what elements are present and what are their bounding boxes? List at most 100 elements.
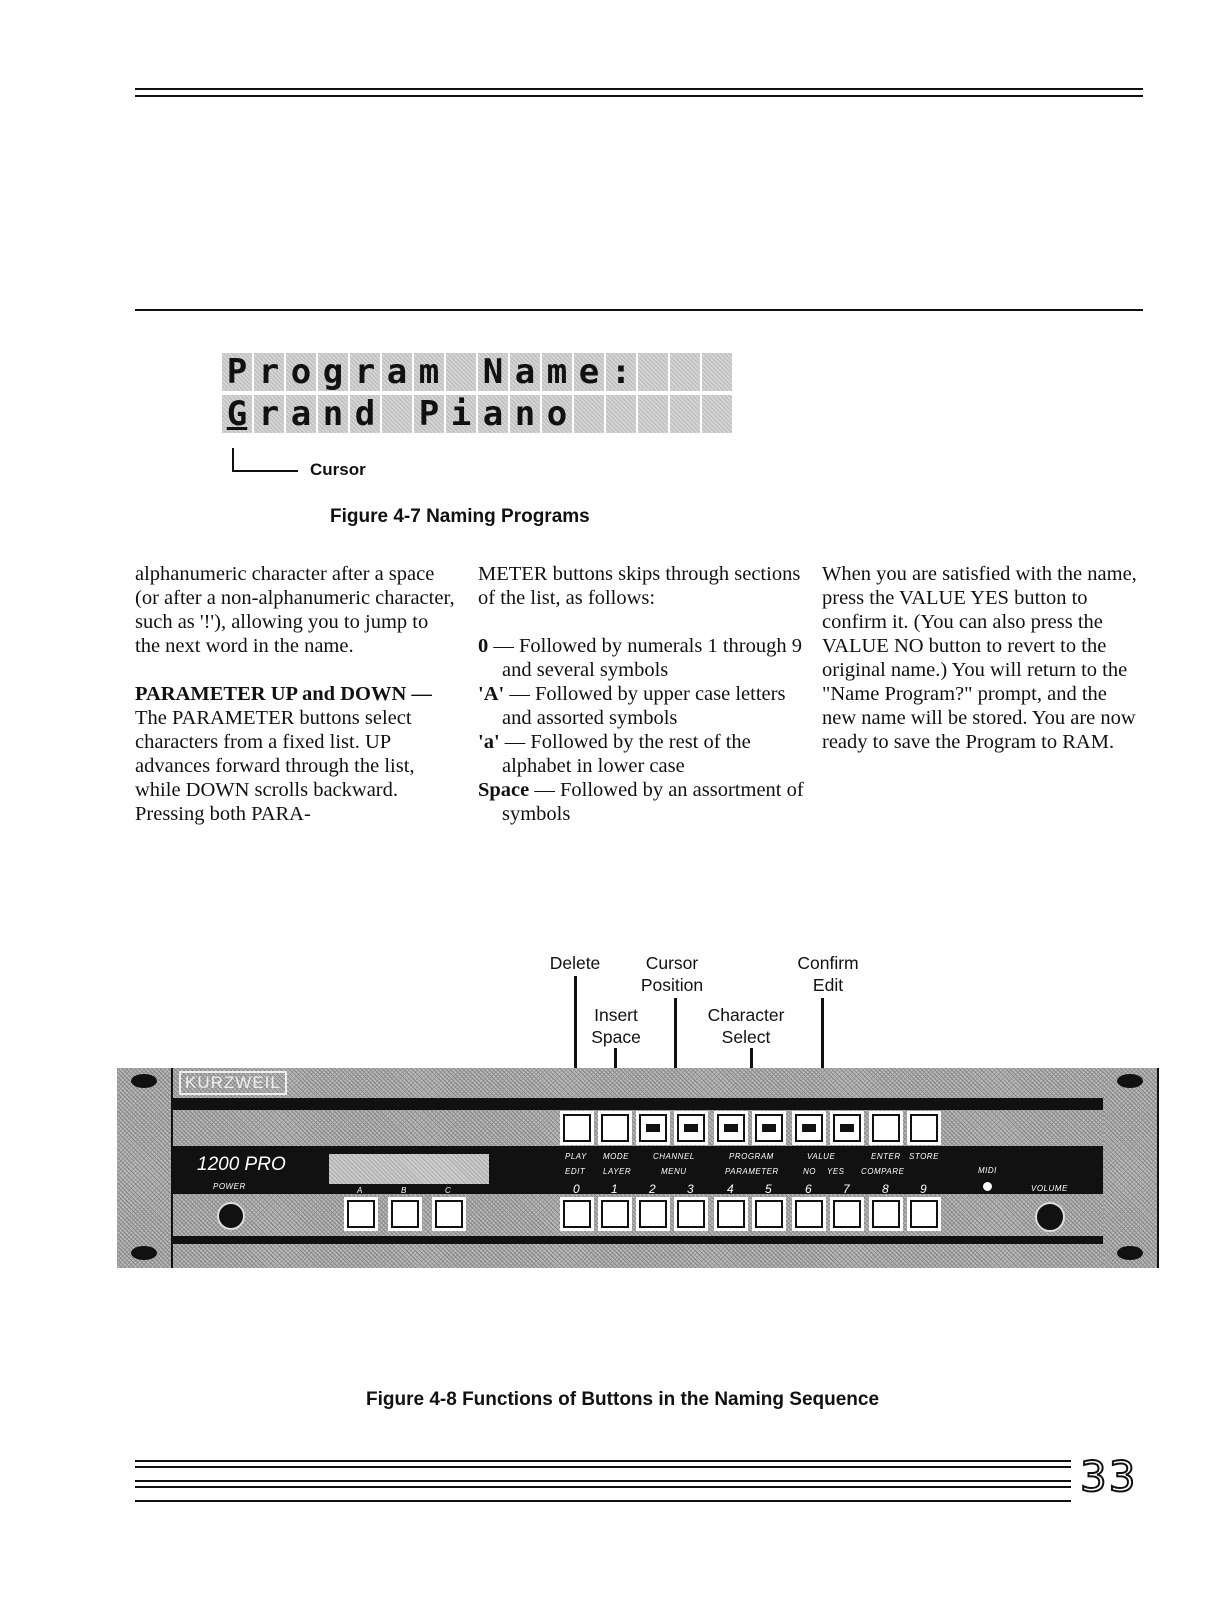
button-number-label: 0	[573, 1182, 580, 1196]
figure-4-8-caption: Figure 4-8 Functions of Buttons in the N…	[366, 1389, 880, 1410]
lcd_line2-char-cell	[606, 395, 636, 433]
cursor-label: Cursor	[310, 460, 366, 479]
lcd_line2-char-cell: r	[254, 395, 284, 433]
panel-top-strip	[173, 1068, 1103, 1098]
lcd_line1-char-cell: o	[286, 353, 316, 391]
upper-button-9[interactable]	[910, 1114, 938, 1142]
text-column-2: METER buttons skips through sections of …	[478, 562, 808, 826]
lcd_line1-char-cell: r	[254, 353, 284, 391]
volume-label: VOLUME	[1031, 1184, 1068, 1193]
function-label-top: PLAY	[565, 1152, 587, 1161]
lcd_line2-char-cell: n	[510, 395, 540, 433]
section-rule	[135, 309, 1143, 311]
col2-paragraph-1: METER buttons skips through sections of …	[478, 563, 801, 609]
entry-key: 0	[478, 635, 489, 657]
lcd_line1-char-cell: e	[574, 353, 604, 391]
list-entry-space: Space — Followed by an assortment of sym…	[478, 778, 808, 826]
function-label-top: STORE	[909, 1152, 939, 1161]
number-button-4[interactable]	[717, 1200, 745, 1228]
bank-button-c[interactable]	[435, 1200, 463, 1228]
number-button-2[interactable]	[639, 1200, 667, 1228]
page-number: 33	[1079, 1451, 1138, 1502]
screw-bottom-left	[131, 1246, 157, 1260]
screw-bottom-right	[1117, 1246, 1143, 1260]
list-entry-zero: 0 — Followed by numerals 1 through 9 and…	[478, 634, 808, 682]
bank-label: B	[401, 1186, 407, 1195]
number-button-9[interactable]	[910, 1200, 938, 1228]
volume-knob[interactable]	[1035, 1202, 1065, 1232]
function-label-top: MODE	[603, 1152, 629, 1161]
callout-insert-space-line	[614, 1048, 617, 1078]
top-rule-1	[135, 88, 1143, 90]
button-number-label: 9	[920, 1182, 927, 1196]
bottom-rule-4	[135, 1486, 1071, 1488]
lcd_line1-char-cell: N	[478, 353, 508, 391]
parameter-text: The PARAMETER buttons select characters …	[135, 707, 415, 825]
number-button-5[interactable]	[755, 1200, 783, 1228]
entry-key: 'a'	[478, 731, 500, 753]
screw-top-right	[1117, 1074, 1143, 1088]
lcd_line2-char-cell	[574, 395, 604, 433]
figure-4-7-caption: Figure 4-7 Naming Programs	[330, 506, 590, 527]
lcd_line2-char-cell: d	[350, 395, 380, 433]
text-column-1: alphanumeric character after a space (or…	[135, 562, 457, 850]
upper-button-6[interactable]	[795, 1114, 823, 1142]
button-number-label: 8	[882, 1182, 889, 1196]
number-button-3[interactable]	[677, 1200, 705, 1228]
bank-label: A	[357, 1186, 363, 1195]
list-entry-upper-a: 'A' — Followed by upper case letters and…	[478, 682, 808, 730]
lcd_line1-char-cell: :	[606, 353, 636, 391]
callout-delete: Delete	[549, 953, 601, 973]
upper-button-7[interactable]	[833, 1114, 861, 1142]
bank-button-a[interactable]	[347, 1200, 375, 1228]
number-button-6[interactable]	[795, 1200, 823, 1228]
cursor-pointer-line	[232, 448, 298, 472]
upper-button-5[interactable]	[755, 1114, 783, 1142]
panel-lcd-window	[329, 1154, 489, 1184]
bottom-rule-2	[135, 1466, 1071, 1468]
lcd_line2-char-cell: P	[414, 395, 444, 433]
lcd_line1-char-cell	[638, 353, 668, 391]
number-button-7[interactable]	[833, 1200, 861, 1228]
upper-button-0[interactable]	[563, 1114, 591, 1142]
number-button-8[interactable]	[872, 1200, 900, 1228]
brand-logo: KURZWEIL	[179, 1071, 287, 1095]
model-name: 1200 PRO	[197, 1154, 286, 1175]
lcd_line1-char-cell: P	[222, 353, 252, 391]
number-button-0[interactable]	[563, 1200, 591, 1228]
button-number-label: 2	[649, 1182, 656, 1196]
upper-button-8[interactable]	[872, 1114, 900, 1142]
panel-lower-button-strip	[173, 1194, 1103, 1236]
function-label-bottom: NO	[803, 1167, 816, 1176]
lcd_line1-char-cell	[446, 353, 476, 391]
button-number-label: 1	[611, 1182, 618, 1196]
lcd_line2-char-cell: n	[318, 395, 348, 433]
upper-button-1[interactable]	[601, 1114, 629, 1142]
midi-label: MIDI	[978, 1166, 997, 1175]
power-knob[interactable]	[217, 1202, 245, 1230]
lcd_line1-char-cell: a	[382, 353, 412, 391]
function-label-bottom: LAYER	[603, 1167, 632, 1176]
upper-button-3[interactable]	[677, 1114, 705, 1142]
lcd_line2-char-cell	[702, 395, 732, 433]
bank-label: C	[445, 1186, 452, 1195]
text-column-3: When you are satisfied with the name, pr…	[822, 562, 1144, 778]
bank-button-b[interactable]	[391, 1200, 419, 1228]
lcd_line2-char-cell: a	[286, 395, 316, 433]
panel-bottom-strip	[173, 1244, 1103, 1268]
power-label: POWER	[213, 1182, 246, 1191]
callout-character-select-line	[750, 1048, 753, 1078]
callout-cursor-position-line	[674, 998, 677, 1078]
parameter-heading: PARAMETER UP and DOWN —	[135, 683, 432, 705]
callout-confirm-edit-line	[821, 998, 824, 1078]
screw-top-left	[131, 1074, 157, 1088]
col1-paragraph-2: PARAMETER UP and DOWN — The PARAMETER bu…	[135, 682, 457, 826]
col3-paragraph-1: When you are satisfied with the name, pr…	[822, 563, 1137, 753]
upper-button-4[interactable]	[717, 1114, 745, 1142]
number-button-1[interactable]	[601, 1200, 629, 1228]
upper-button-2[interactable]	[639, 1114, 667, 1142]
entry-text: — Followed by the rest of the alphabet i…	[499, 731, 751, 777]
